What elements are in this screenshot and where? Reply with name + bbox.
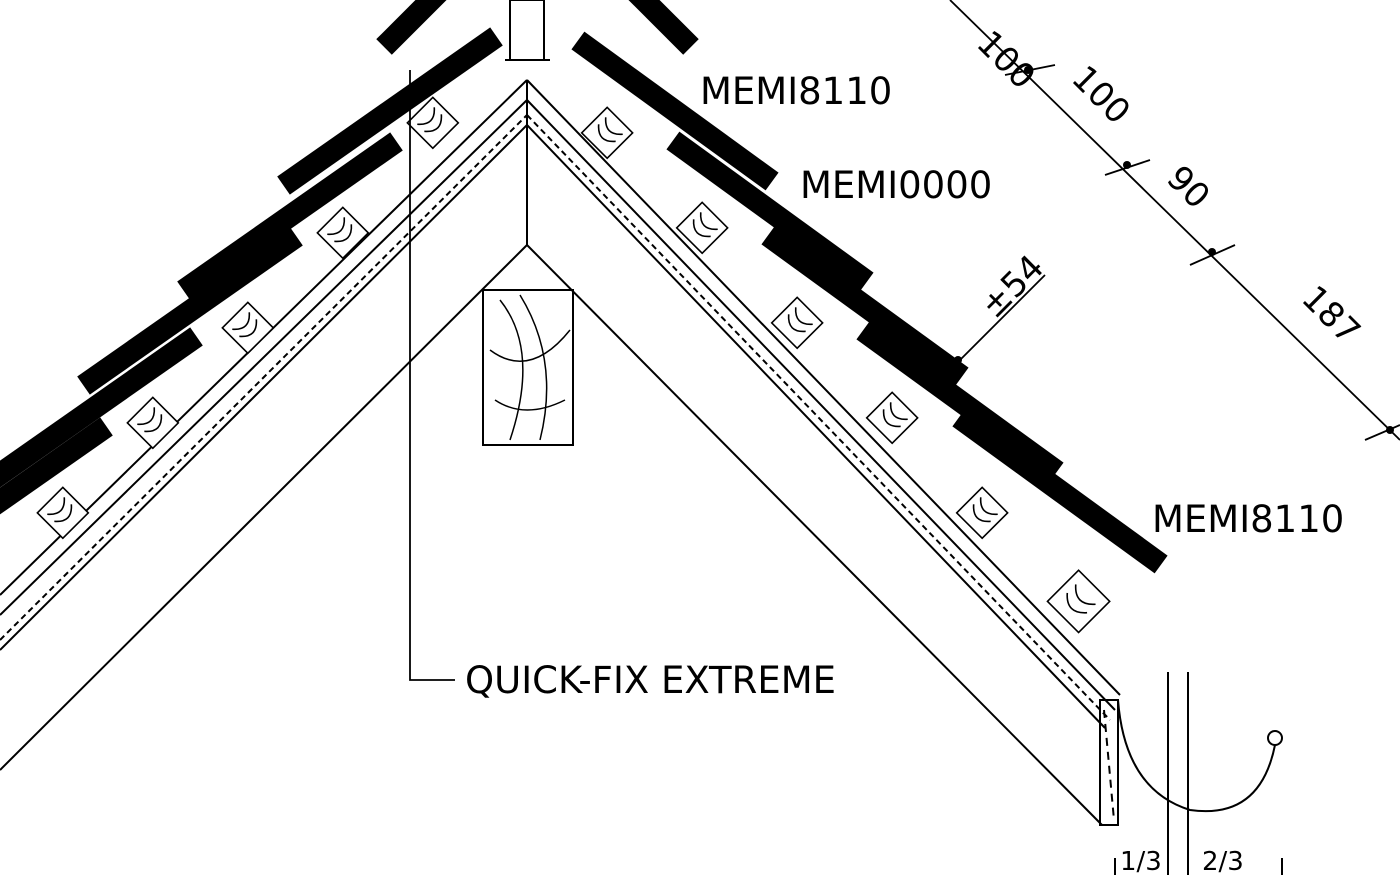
ridge-tile-right xyxy=(591,0,699,55)
fascia-grain xyxy=(1103,709,1115,821)
board-right xyxy=(526,124,1106,729)
tile-left xyxy=(0,327,203,495)
tile-right xyxy=(761,226,969,386)
quick-fix-leader xyxy=(409,70,455,681)
batten xyxy=(126,396,180,450)
tile-right xyxy=(952,408,1168,574)
batten xyxy=(406,96,460,150)
inner-rafter-left xyxy=(0,244,528,771)
tile-left xyxy=(0,417,113,585)
label-memi0000: MEMI0000 xyxy=(800,164,992,207)
batten xyxy=(580,106,634,160)
battens xyxy=(36,96,1111,634)
gutter xyxy=(1114,672,1283,875)
batten xyxy=(865,391,919,445)
gutter-fraction-right: 2/3 xyxy=(1202,847,1244,875)
ridge-timber xyxy=(482,289,574,446)
inner-rafter-right xyxy=(526,244,1103,826)
batten xyxy=(955,486,1009,540)
gutter-fraction-left: 1/3 xyxy=(1120,847,1162,875)
roof-structure xyxy=(0,0,1121,826)
tile-right xyxy=(666,131,874,291)
dimension-overlap: ±54 xyxy=(973,247,1052,326)
batten xyxy=(316,206,370,260)
label-memi8110-lower: MEMI8110 xyxy=(1152,498,1344,541)
dimension-dots xyxy=(954,66,1394,434)
overlap-leader xyxy=(954,274,1046,366)
membrane-left xyxy=(0,114,528,641)
gutter-bead xyxy=(1267,730,1283,746)
dimension-187: 187 xyxy=(1294,278,1368,352)
tile-right xyxy=(571,31,779,191)
ridge-tile-left xyxy=(376,0,484,55)
dimension-100-top: 100 xyxy=(969,23,1043,97)
label-quick-fix-extreme: QUICK-FIX EXTREME xyxy=(465,659,836,702)
ridge-batten xyxy=(509,0,545,61)
batten xyxy=(221,301,275,355)
dim-tick xyxy=(1364,424,1400,441)
batten xyxy=(36,486,90,540)
batten xyxy=(1046,569,1111,634)
sarking-right xyxy=(526,99,1116,711)
ridge-timber-grain xyxy=(489,294,571,441)
fascia-board xyxy=(1099,699,1119,826)
batten xyxy=(770,296,824,350)
label-memi8110-top: MEMI8110 xyxy=(700,70,892,113)
tile-left xyxy=(177,132,403,300)
roof-tiles xyxy=(0,0,1168,585)
sarking-left xyxy=(0,99,528,616)
board-left xyxy=(0,124,528,651)
tile-right xyxy=(856,321,1064,481)
rafter-top-right xyxy=(526,79,1121,696)
membrane-right xyxy=(526,114,1111,721)
batten xyxy=(675,201,729,255)
dimension-axis xyxy=(949,0,1400,441)
gutter-profile xyxy=(1117,699,1276,813)
tile-left xyxy=(277,27,503,195)
tile-left xyxy=(77,227,303,395)
dimension-90: 90 xyxy=(1159,158,1218,217)
